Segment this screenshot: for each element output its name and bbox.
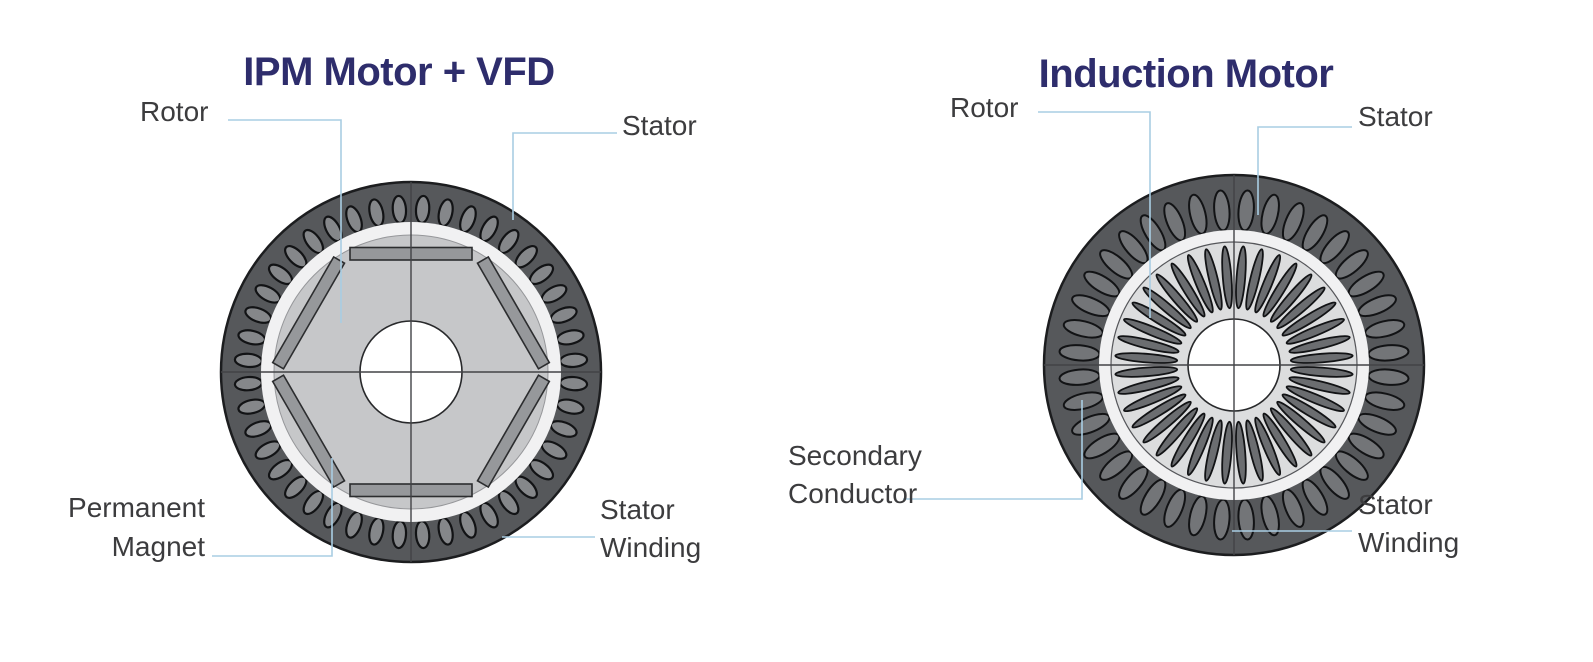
secondary-conductor-bar [1123,385,1183,413]
permanent-magnet-leader-line [212,458,333,557]
secondary-conductor-bar [1131,301,1187,337]
stator-winding-slot [1118,230,1149,265]
secondary-conductor-bar [1131,393,1187,429]
stator-winding-slot [559,352,589,369]
stator-winding-slot [1139,478,1167,516]
secondary-conductor-bar [1245,248,1264,311]
secondary-conductor-leader-line [903,400,1083,500]
stator-winding-slot [1260,193,1280,235]
secondary-conductor-bar [1262,262,1298,318]
secondary-conductor-bar [1288,335,1351,354]
secondary-conductor-bar [1288,376,1351,395]
stator-winding-slot [1188,193,1208,235]
stator-label: Stator [1358,101,1433,132]
stator-winding-slot [391,194,408,224]
secondary-conductor-bar [1235,420,1247,485]
secondary-conductor-bar [1289,352,1354,364]
secondary-conductor-bar [1123,317,1183,345]
stator-winding-slot [1118,465,1149,500]
stator-winding-slot [1083,432,1121,460]
permanent-magnet-bar [476,255,551,370]
stator-winding-slot [1367,344,1410,362]
rotor-label: Rotor [950,92,1018,123]
ipm-motor-title: IPM Motor + VFD [243,50,554,94]
stator-winding-slot [1319,465,1350,500]
secondary-conductor-bar [1235,245,1247,310]
secondary-conductor-bar [1155,407,1199,457]
stator-winding-slot [1083,270,1121,298]
rotor-leader-line [1038,111,1151,318]
secondary-conductor-bar [1155,273,1199,323]
secondary-conductor-bar [1276,400,1326,444]
secondary-conductor-bar [1269,407,1313,457]
stator-winding-slot [1058,344,1101,362]
secondary-conductor-bar [1285,317,1345,345]
secondary-conductor-label-line2: Conductor [788,478,917,509]
stator-leader-line [512,132,617,220]
secondary-conductor-bar [1221,420,1233,485]
secondary-conductor-bar [1281,301,1337,337]
secondary-conductor-bar [1170,412,1206,468]
stator-winding-label-line1: Stator [1358,489,1433,520]
induction-motor-title: Induction Motor [1039,52,1334,96]
secondary-conductor-label-line1: Secondary [788,440,922,471]
stator-winding-slot [233,375,263,392]
stator-winding-slot [1058,368,1101,386]
secondary-conductor-bar [1117,335,1180,354]
secondary-conductor-bar [1262,412,1298,468]
secondary-conductor-bar [1114,366,1179,378]
permanent-magnet-label-line1: Permanent [68,492,205,523]
secondary-conductor-bar [1245,419,1264,482]
secondary-conductor-bar [1289,366,1354,378]
secondary-conductor-bar [1186,254,1214,314]
stator-winding-slot [1319,230,1350,265]
secondary-conductor-bar [1204,248,1223,311]
stator-winding-label-line2: Winding [600,532,701,563]
induction-motor-diagram [1042,173,1426,557]
stator-winding-slot [414,520,431,550]
secondary-conductor-bars [1114,245,1354,485]
permanent-magnet-bar [271,255,346,370]
secondary-conductor-bar [1221,245,1233,310]
stator-winding-slot [1367,368,1410,386]
secondary-conductor-bar [1269,273,1313,323]
secondary-conductor-bar [1170,262,1206,318]
stator-winding-slot [1301,478,1329,516]
permanent-magnet-bar [476,374,551,489]
secondary-conductor-bar [1276,286,1326,330]
secondary-conductor-bar [1186,416,1214,476]
stator-leader-line [1257,126,1352,215]
stator-winding-slot [1301,214,1329,252]
stator-winding-slot [233,352,263,369]
ipm-motor-diagram [219,180,603,564]
stator-winding-slot [1139,214,1167,252]
rotor-label: Rotor [140,96,208,127]
secondary-conductor-bar [1254,254,1282,314]
secondary-conductor-bar [1285,385,1345,413]
secondary-conductor-bar [1142,400,1192,444]
stator-winding-slot [1357,412,1397,436]
secondary-conductor-bar [1281,393,1337,429]
permanent-magnet-label-line2: Magnet [112,531,206,562]
secondary-conductor-bar [1142,286,1192,330]
stator-winding-slot [391,520,408,550]
rotor-leader-line [228,119,342,323]
stator-winding-slot [1347,432,1385,460]
stator-winding-slot [1357,294,1397,318]
permanent-magnets [271,246,551,498]
stator-winding-slot [1347,270,1385,298]
stator-winding-label-line2: Winding [1358,527,1459,558]
secondary-conductor-bar [1114,352,1179,364]
secondary-conductor-bar [1117,376,1180,395]
stator-winding-slots [1058,189,1410,541]
stator-winding-slot [1071,294,1111,318]
stator-winding-label-line1: Stator [600,494,675,525]
secondary-conductor-bar [1204,419,1223,482]
secondary-conductor-bar [1254,416,1282,476]
permanent-magnet-bar [271,374,346,489]
stator-winding-slot [559,375,589,392]
stator-winding-slot [414,194,431,224]
stator-winding-slots [233,194,589,550]
stator-label: Stator [622,110,697,141]
